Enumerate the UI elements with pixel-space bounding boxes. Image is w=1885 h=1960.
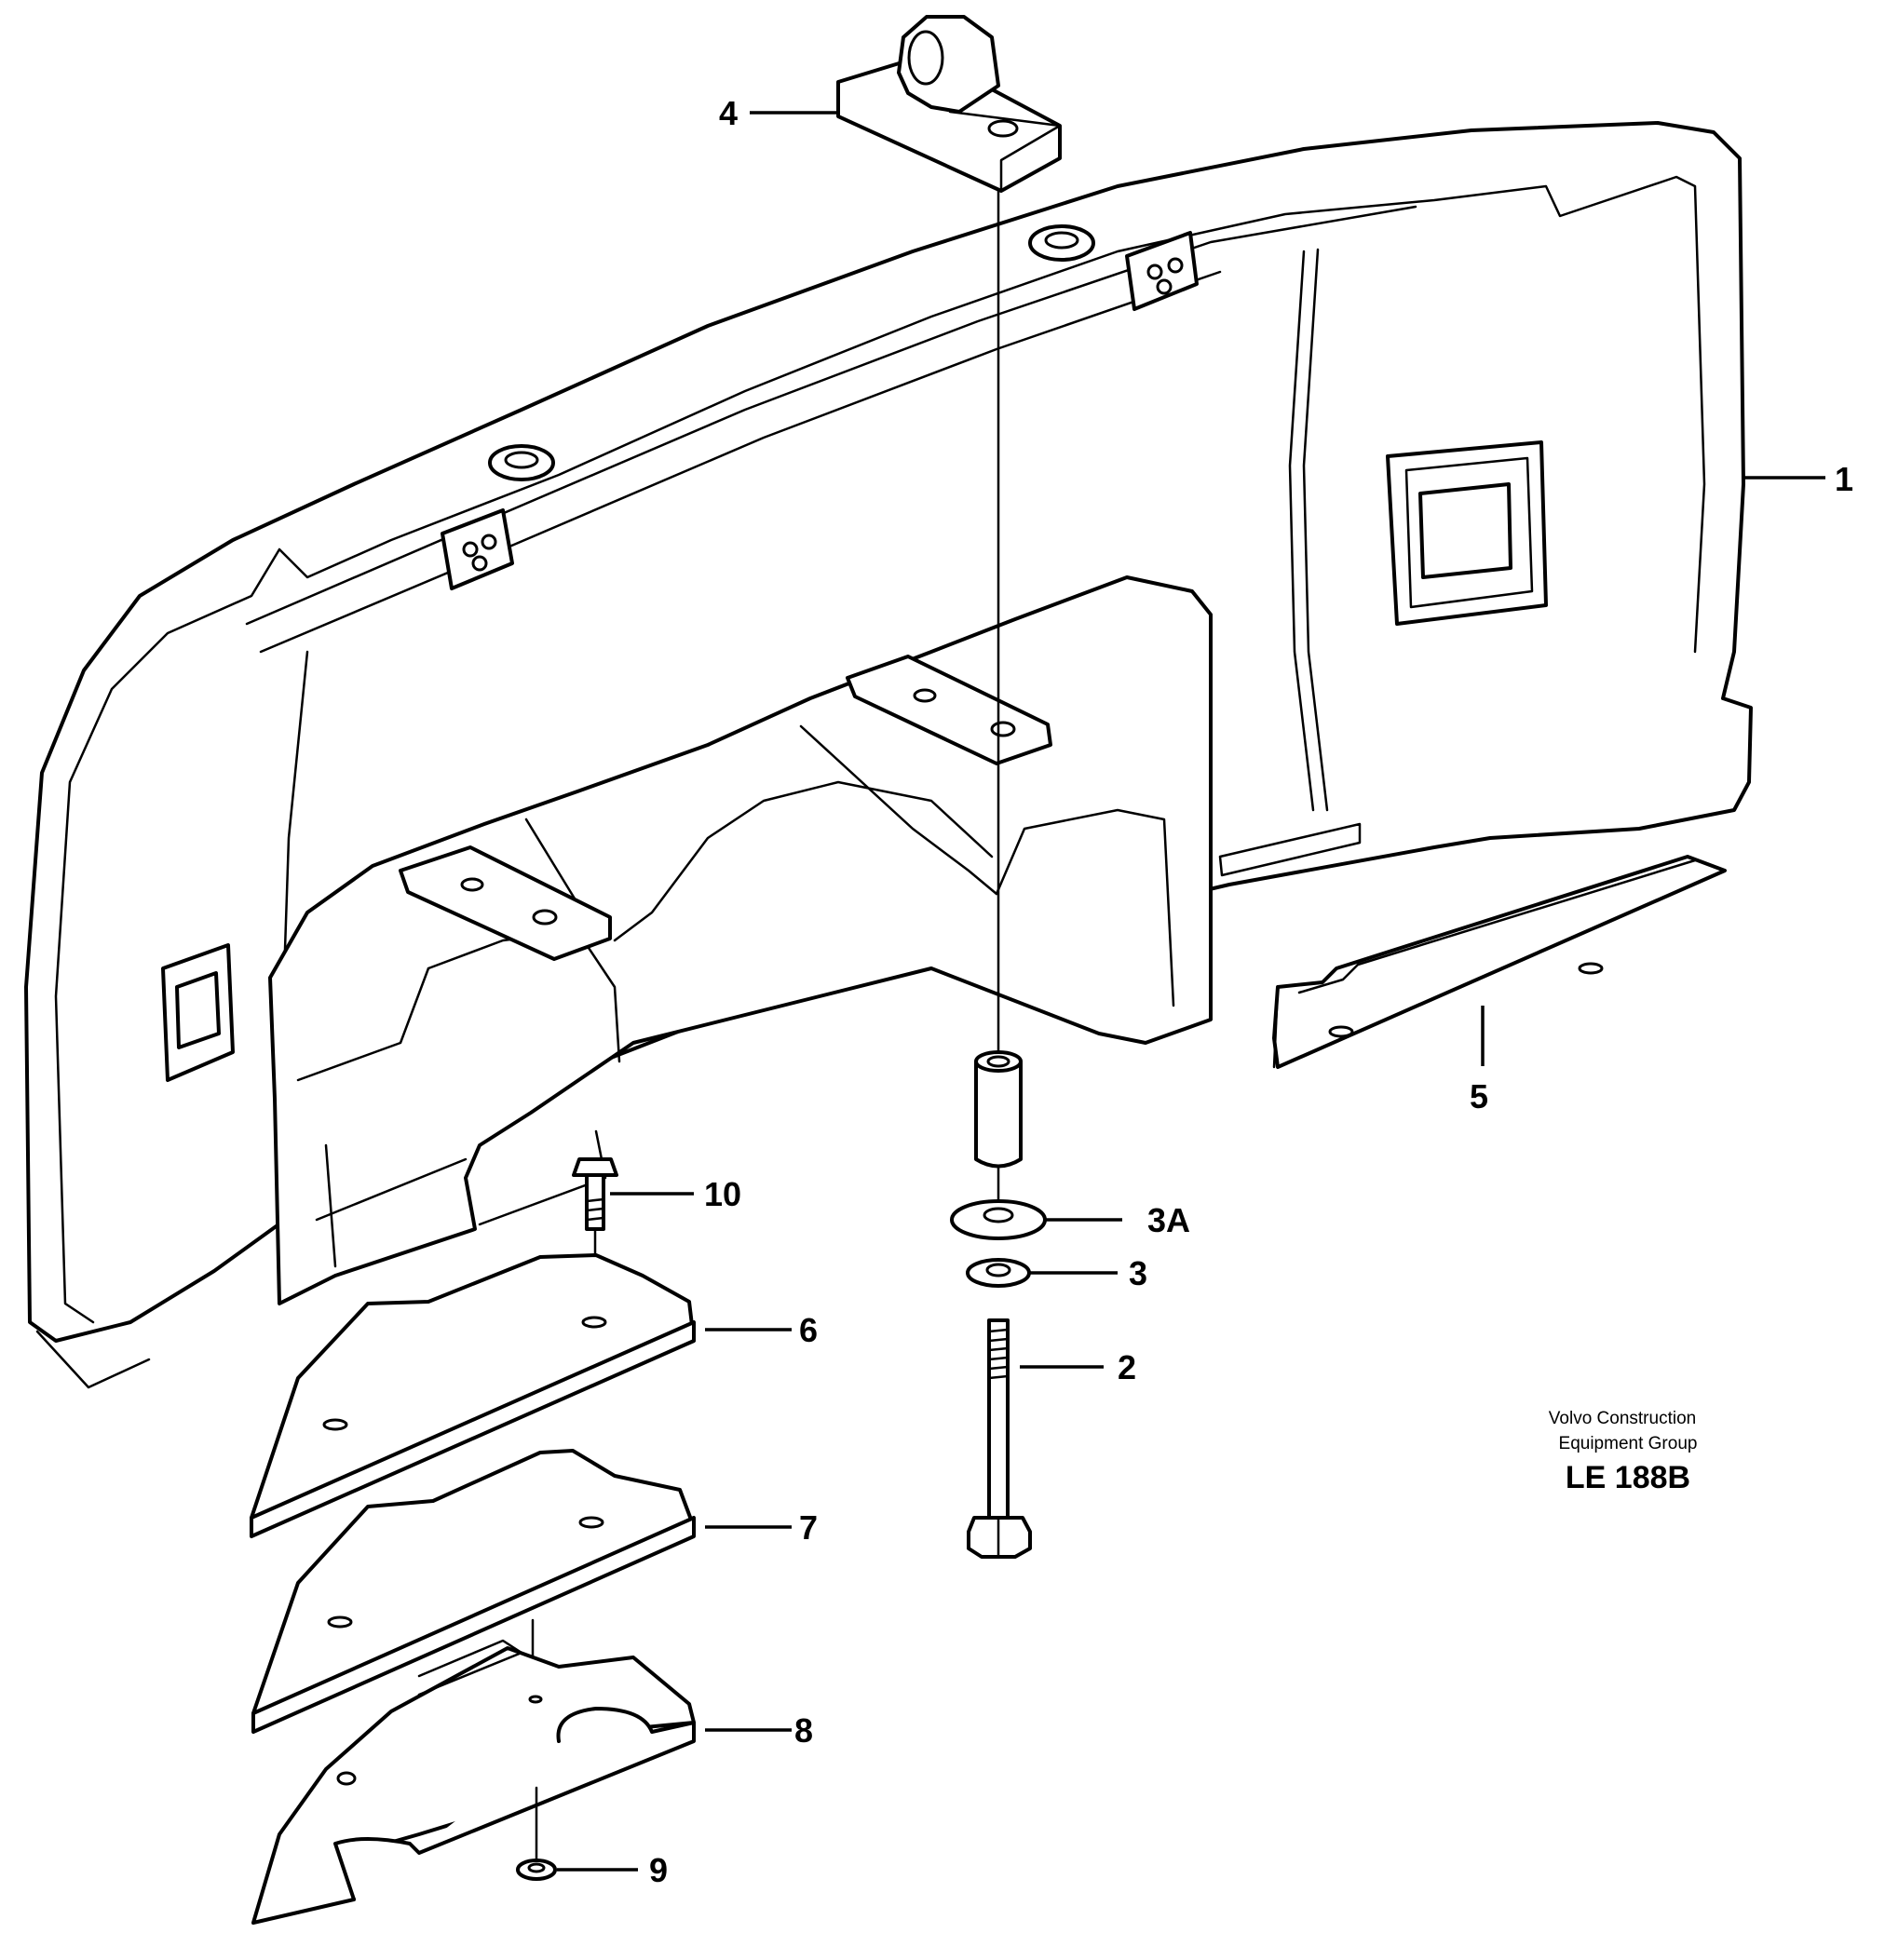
callout-9: 9 (649, 1851, 668, 1889)
drawing-code: LE 188B (1566, 1460, 1690, 1495)
callout-3: 3 (1129, 1254, 1147, 1292)
callout-3a: 3A (1147, 1201, 1190, 1239)
plate-8 (251, 1639, 696, 1925)
lifting-bracket (836, 15, 1062, 193)
callout-10: 10 (704, 1175, 741, 1213)
callout-6: 6 (799, 1311, 818, 1349)
callout-2: 2 (1118, 1348, 1136, 1386)
callout-8: 8 (794, 1711, 813, 1750)
washer-9 (516, 1786, 557, 1881)
credit-line-1: Volvo Construction (1549, 1409, 1696, 1428)
callout-7: 7 (799, 1508, 818, 1547)
plate-6 (250, 1253, 696, 1538)
credit-line-2: Equipment Group (1559, 1434, 1698, 1453)
leader-lines (557, 111, 1825, 1872)
callout-1: 1 (1835, 460, 1853, 498)
mounting-frame (268, 575, 1213, 1305)
callout-5: 5 (1470, 1077, 1488, 1115)
credit-block: Volvo Construction Equipment Group LE 18… (1549, 1409, 1698, 1495)
callouts: 4 1 5 10 3A 3 2 6 7 8 9 (649, 94, 1853, 1889)
side-plate (1272, 855, 1727, 1069)
callout-4: 4 (719, 94, 738, 132)
plate-7 (251, 1449, 696, 1734)
bolt-assembly (950, 189, 1047, 1559)
